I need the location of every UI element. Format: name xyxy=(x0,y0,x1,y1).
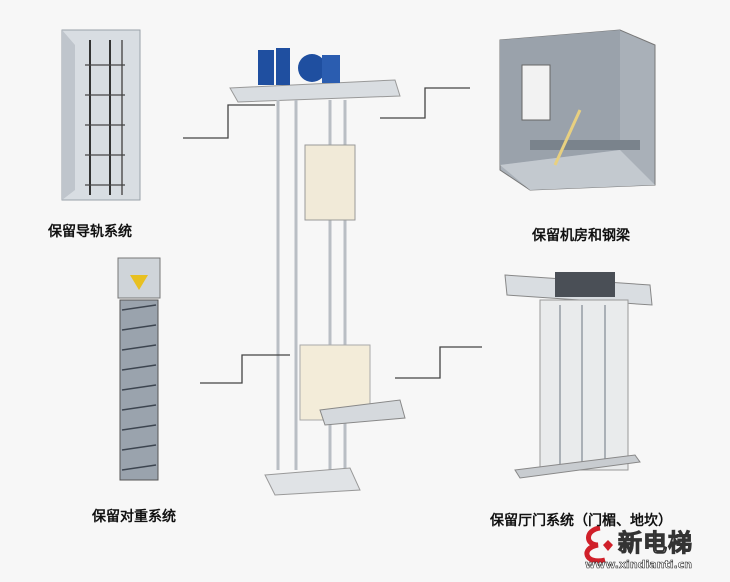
landing-door-illustration xyxy=(504,272,653,479)
label-landing-door: 保留厅门系统（门楣、地坎） xyxy=(490,513,672,529)
logo-url: www.xindianti.cn xyxy=(585,558,693,572)
logo-mark xyxy=(584,525,613,564)
guide-rail-illustration xyxy=(61,29,141,201)
leader-lines xyxy=(183,87,482,384)
logo-name: 新电梯 xyxy=(618,529,693,558)
elevator-shaft-illustration xyxy=(229,48,406,496)
label-guide-rail: 保留导轨系统 xyxy=(48,224,132,240)
label-machine-room: 保留机房和钢梁 xyxy=(532,228,630,244)
label-counterweight: 保留对重系统 xyxy=(92,509,176,525)
machine-room-illustration xyxy=(499,29,656,191)
counterweight-illustration xyxy=(117,257,161,481)
